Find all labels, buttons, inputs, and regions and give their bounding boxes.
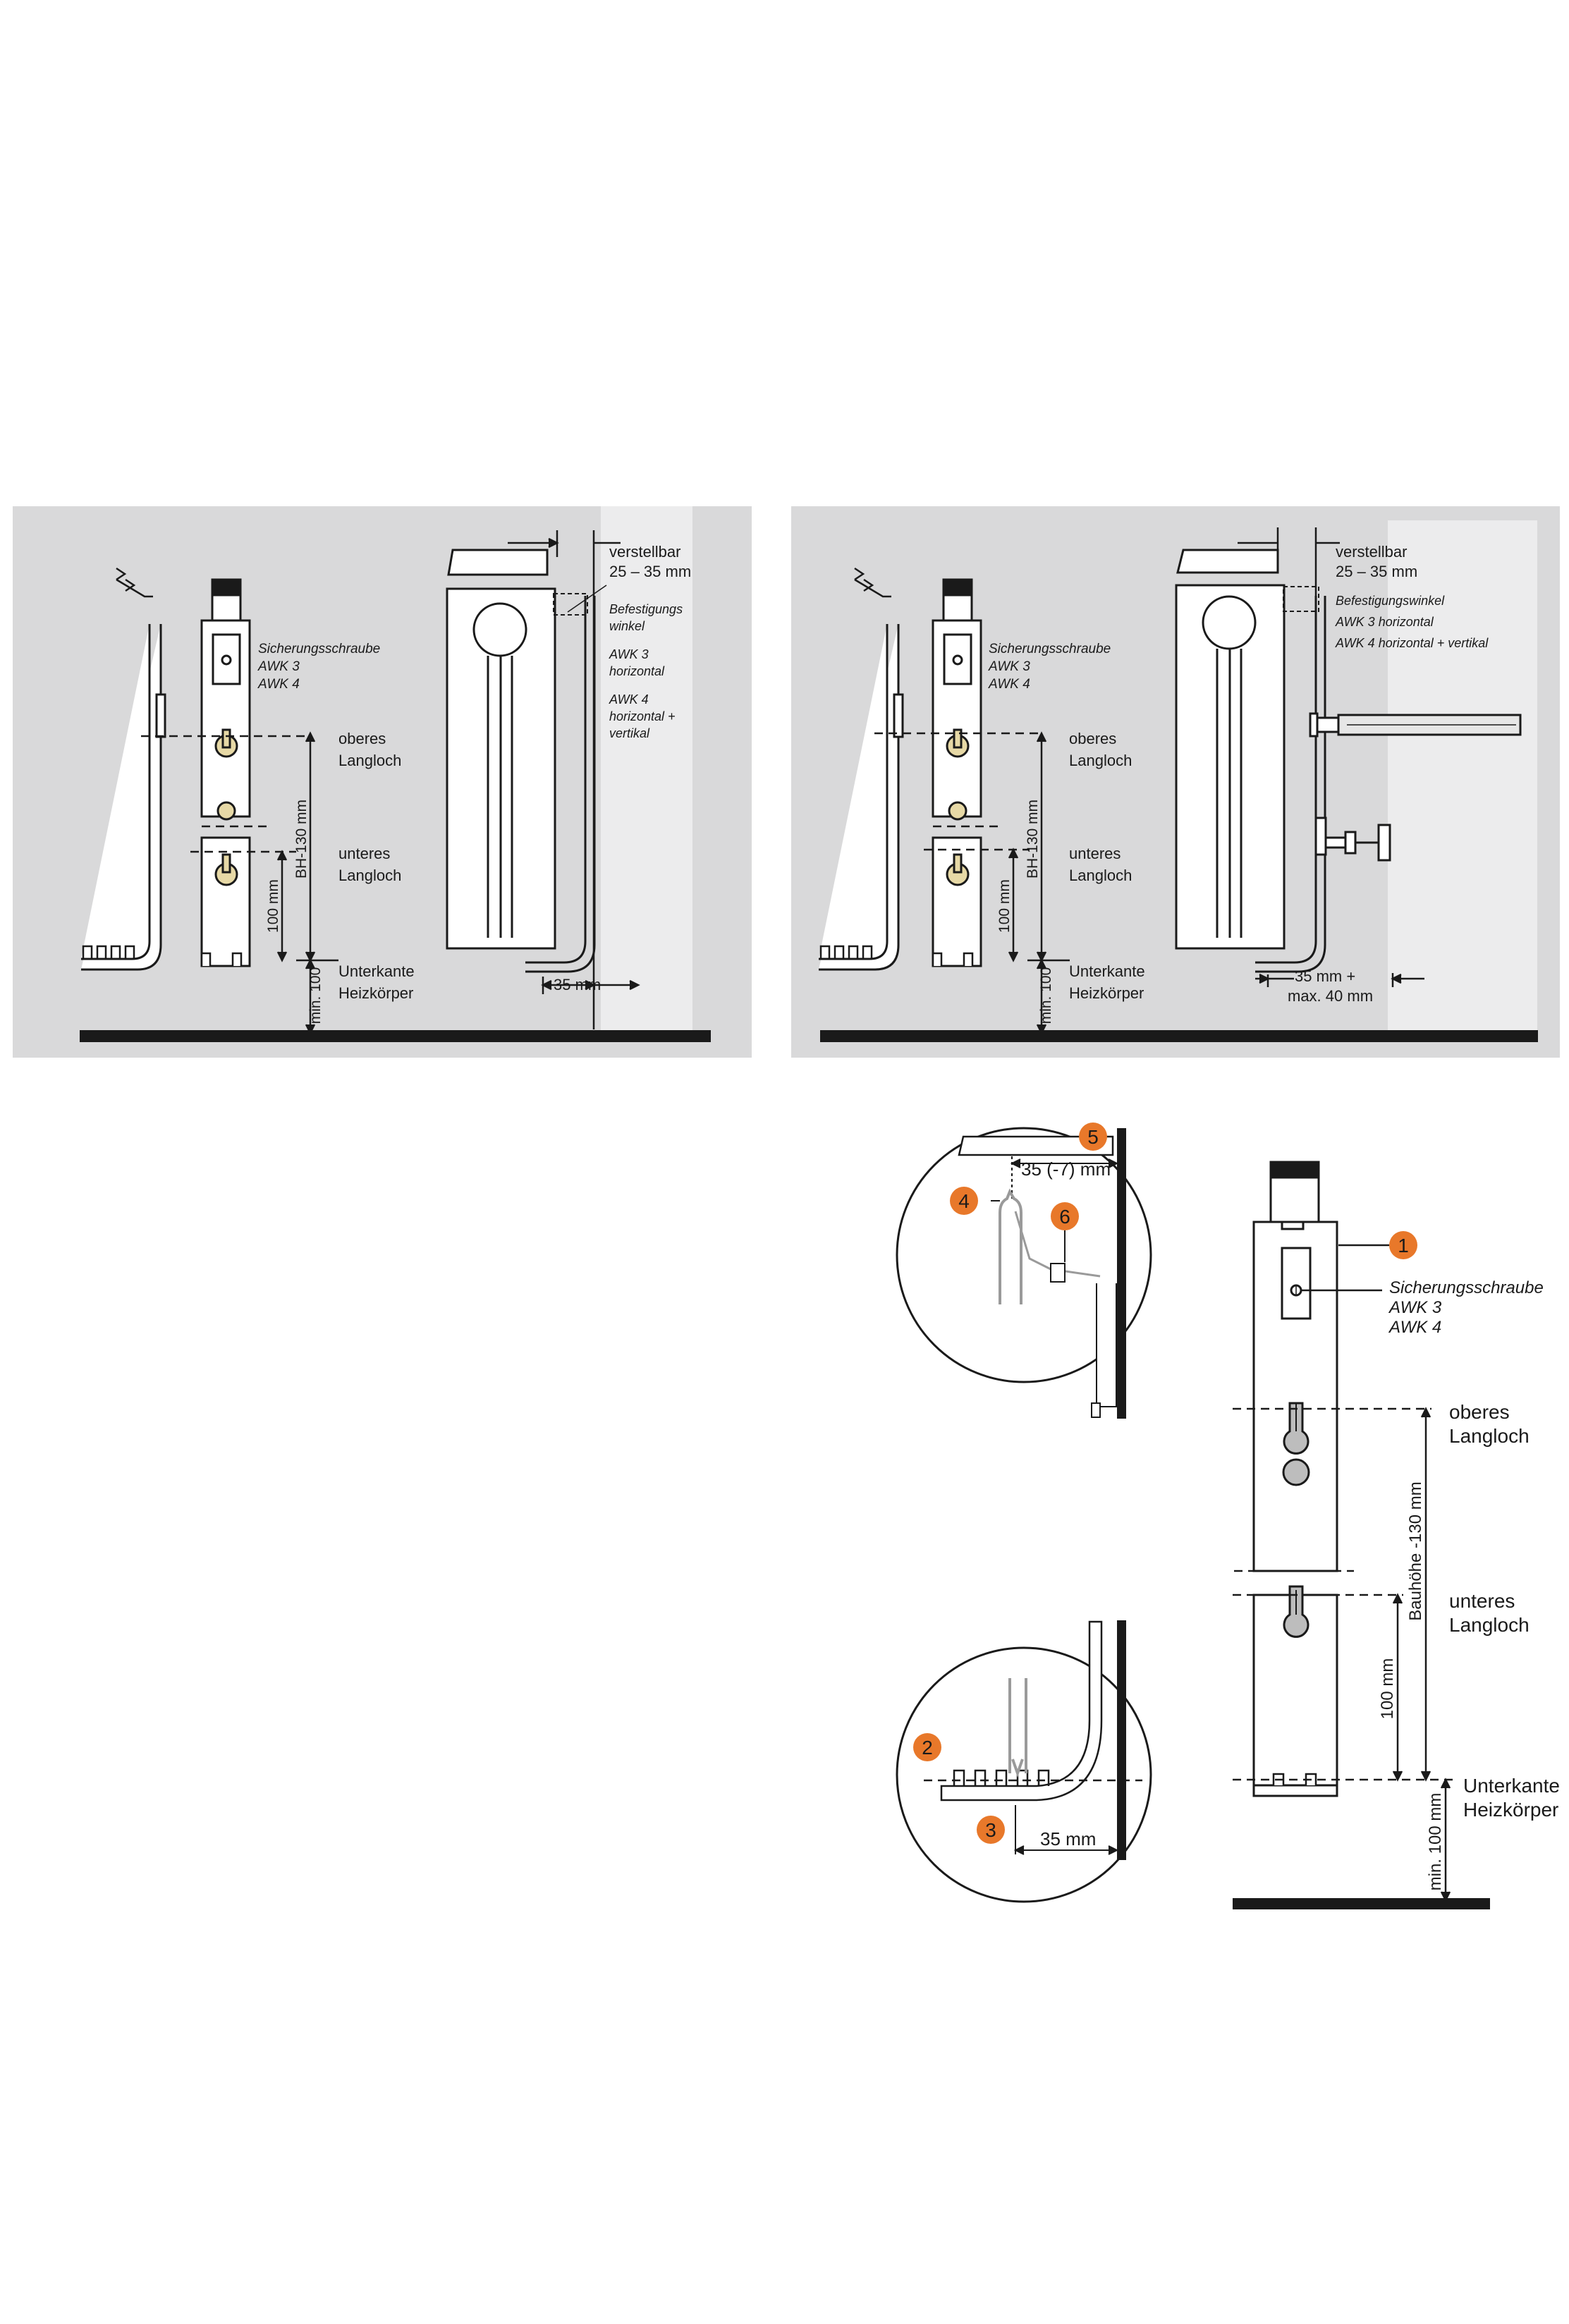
panel-left-label-langloch1: Langloch (338, 752, 401, 769)
panel-right-label-sicherung: Sicherungsschraube (989, 642, 1111, 656)
panel-right-label-unteres: unteres (1069, 845, 1121, 862)
panel-left-label-min100: min. 100 (307, 967, 324, 1025)
detail-circle-bottom (896, 1620, 1152, 1903)
panel-left-label-befest1: Befestigungs (609, 602, 683, 616)
panel-right-label-awk3h: AWK 3 horizontal (1335, 615, 1434, 629)
svg-text:5: 5 (1087, 1126, 1099, 1148)
panel-right-label-min100: min. 100 (1038, 967, 1054, 1025)
panel-right-adjust-dims (1238, 527, 1424, 987)
detail-dimensions (1302, 1244, 1451, 1902)
panel-right-label-35a: 35 mm + (1295, 967, 1355, 985)
panel-left-label-awk3: AWK 3 (257, 659, 300, 674)
panel-right-floor (820, 1030, 1538, 1042)
marker-5: 5 (1079, 1123, 1107, 1151)
panel-left-label-heizkoerper: Heizkörper (338, 984, 413, 1002)
panel-left-label-range: 25 – 35 mm (609, 563, 691, 580)
marker-1: 1 (1389, 1231, 1417, 1259)
detail-label-langloch1: Langloch (1449, 1425, 1530, 1447)
panel-left-label-awk3h2: horizontal (609, 664, 665, 678)
panel-left-label-unterkante: Unterkante (338, 962, 415, 980)
panel-right-label-awk4hv: AWK 4 horizontal + vertikal (1335, 636, 1489, 650)
panel-left-label-unteres: unteres (338, 845, 390, 862)
detail-label-bauhoehe: Bauhöhe -130 mm (1406, 1481, 1425, 1620)
panel-left-label-35mm: 35 mm (554, 976, 601, 993)
bottom-detail: 35 (-7) mm 35 mm 5 (896, 1123, 1560, 1909)
panel-right-label-oberes: oberes (1069, 730, 1116, 747)
panel-left-dimensions (276, 731, 338, 1035)
panel-left-side-bracket (81, 567, 166, 971)
detail-floor (1233, 1898, 1490, 1909)
panel-right-label-langloch2: Langloch (1069, 867, 1132, 884)
panel-left-adjust-dims (508, 530, 640, 1029)
detail-label-unteres: unteres (1449, 1590, 1515, 1612)
panel-left-label-bh: BH-130 mm (293, 800, 310, 879)
marker-3: 3 (977, 1816, 1005, 1844)
panel-right-radiator (1175, 549, 1522, 973)
panel-left-label-awk4h1: AWK 4 (609, 692, 649, 707)
marker-4: 4 (950, 1187, 978, 1215)
panel-right-label-100mm: 100 mm (996, 879, 1013, 933)
panel-right-side-bracket (819, 567, 904, 971)
svg-text:3: 3 (985, 1819, 996, 1841)
panel-left-radiator (446, 549, 596, 973)
svg-text:1: 1 (1398, 1235, 1409, 1256)
panel-left-dashed-guides (141, 735, 310, 853)
panel-left: Sicherungsschraube AWK 3 AWK 4 oberes La… (13, 506, 752, 1058)
svg-text:6: 6 (1059, 1206, 1070, 1228)
panel-left-wall (601, 506, 692, 1032)
svg-text:4: 4 (958, 1190, 970, 1212)
detail-label-awk4: AWK 4 (1388, 1318, 1441, 1337)
panel-left-label-awk4: AWK 4 (257, 677, 300, 692)
label-dim-35-7: 35 (-7) mm (1021, 1158, 1111, 1180)
detail-label-awk3: AWK 3 (1388, 1298, 1442, 1317)
panel-left-label-befest2: winkel (609, 619, 645, 633)
panel-right-label-awk3: AWK 3 (988, 659, 1030, 674)
panel-left-label-langloch2: Langloch (338, 867, 401, 884)
detail-dashed-guides (1233, 1407, 1453, 1781)
panel-left-label-awk3h1: AWK 3 (609, 647, 649, 661)
panel-right-label-langloch1: Langloch (1069, 752, 1132, 769)
marker-2: 2 (913, 1733, 941, 1761)
detail-label-heizkoerper: Heizkörper (1463, 1799, 1558, 1821)
panel-left-label-awk4h2: horizontal + (609, 709, 676, 723)
marker-6: 6 (1051, 1202, 1079, 1230)
panel-right: Sicherungsschraube AWK 3 AWK 4 oberes La… (791, 506, 1560, 1058)
detail-label-oberes: oberes (1449, 1401, 1510, 1423)
panel-right-label-verstellbar: verstellbar (1336, 543, 1407, 561)
detail-label-min100: min. 100 mm (1426, 1793, 1445, 1891)
panel-right-label-35b: max. 40 mm (1288, 987, 1373, 1005)
panel-left-wall-rail (200, 578, 251, 967)
panel-left-label-awk4h3: vertikal (609, 726, 650, 740)
detail-wall-rail (1252, 1161, 1338, 1797)
detail-label-langloch2: Langloch (1449, 1614, 1530, 1636)
panel-left-label-verstellbar: verstellbar (609, 543, 680, 561)
label-dim-35: 35 mm (1040, 1828, 1096, 1849)
panel-left-label-sicherung: Sicherungsschraube (258, 642, 380, 656)
panel-right-dashed-guides (874, 732, 1044, 851)
panel-left-label-100mm: 100 mm (265, 879, 281, 933)
detail-label-unterkante: Unterkante (1463, 1775, 1560, 1797)
detail-label-100mm: 100 mm (1378, 1658, 1397, 1720)
panel-right-label-unterkante: Unterkante (1069, 962, 1145, 980)
detail-label-sicherung: Sicherungsschraube (1389, 1278, 1544, 1297)
panel-left-label-oberes: oberes (338, 730, 386, 747)
panel-right-wall (1388, 520, 1537, 1032)
panel-right-label-befest: Befestigungswinkel (1336, 594, 1445, 608)
panel-right-wall-rail (932, 578, 982, 967)
panel-right-label-range: 25 – 35 mm (1336, 563, 1417, 580)
panel-left-floor (80, 1030, 711, 1042)
panel-right-label-awk4: AWK 4 (988, 677, 1030, 692)
svg-text:2: 2 (922, 1737, 933, 1759)
panel-right-label-heizkoerper: Heizkörper (1069, 984, 1144, 1002)
panel-right-dimensions (1008, 731, 1070, 1035)
panel-right-label-bh: BH-130 mm (1025, 800, 1041, 879)
